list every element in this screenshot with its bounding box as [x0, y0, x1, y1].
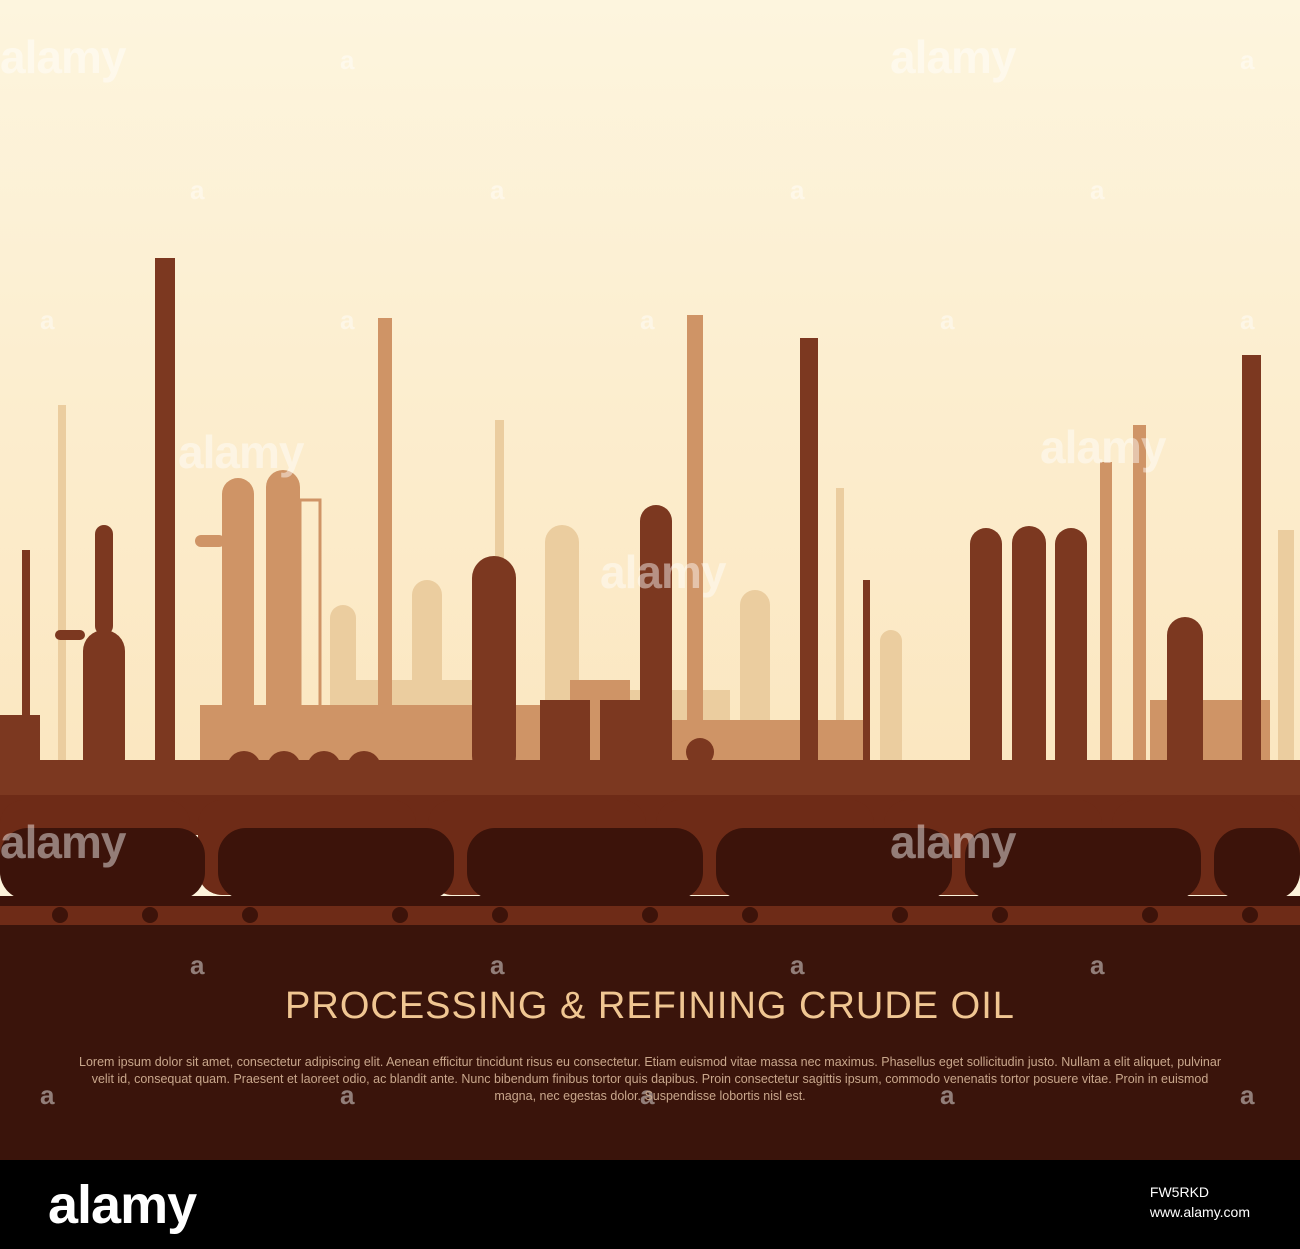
ground-band — [0, 925, 1300, 1160]
image-info: FW5RKD www.alamy.com — [1150, 1182, 1250, 1222]
image-id: FW5RKD — [1149, 1184, 1210, 1200]
stock-footer: alamy FW5RKD www.alamy.com — [0, 1160, 1300, 1249]
poster-body-text: Lorem ipsum dolor sit amet, consectetur … — [79, 1055, 1221, 1103]
refinery-illustration — [0, 0, 1300, 1160]
poster-title: PROCESSING & REFINING CRUDE OIL — [285, 985, 1015, 1027]
site-url[interactable]: www.alamy.com — [1149, 1204, 1250, 1220]
tank-cars-front — [0, 828, 1300, 923]
near-silhouettes — [0, 258, 1300, 800]
alamy-logo[interactable]: alamy — [48, 1175, 197, 1235]
